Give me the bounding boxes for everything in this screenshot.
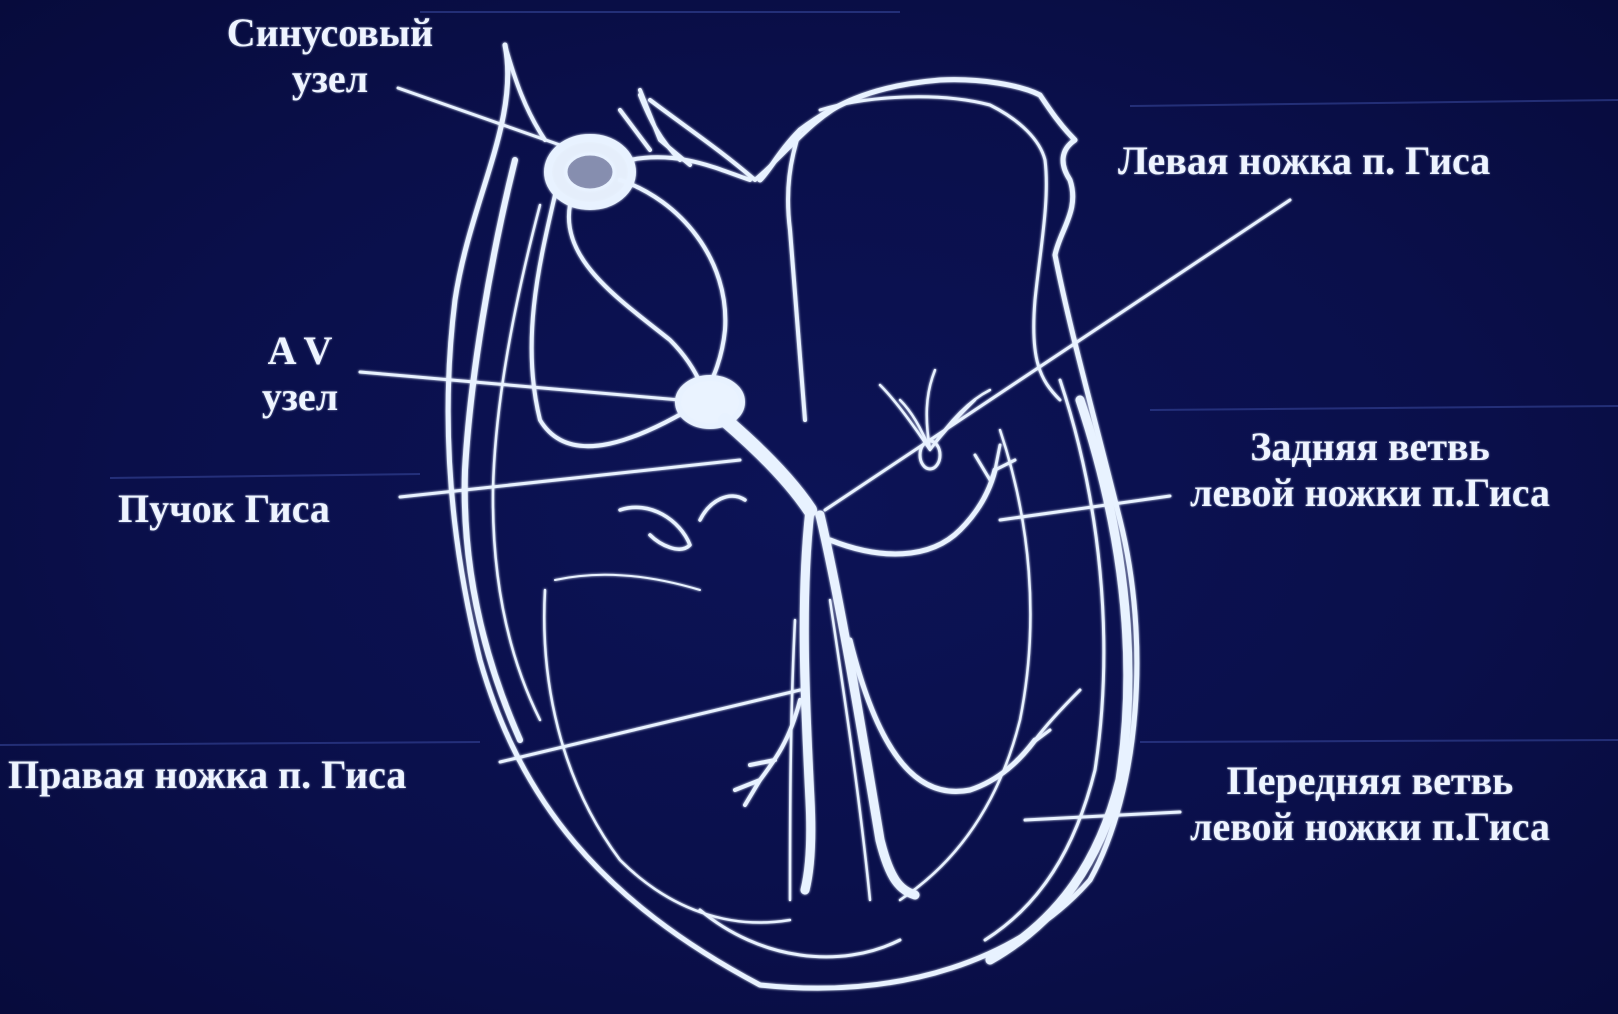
label-posterior-fascicle-line1: Задняя ветвь xyxy=(1150,424,1590,470)
label-his-bundle: Пучок Гиса xyxy=(118,486,330,532)
right-ventricle-outline xyxy=(555,575,700,590)
label-sa-node-line1: Синусовый xyxy=(200,10,460,56)
leader-av-node xyxy=(360,372,680,400)
right-atrium-wall xyxy=(465,160,520,740)
label-his-bundle-text: Пучок Гиса xyxy=(118,486,330,532)
label-anterior-fascicle: Передняя ветвь левой ножки п.Гиса xyxy=(1150,758,1590,850)
label-av-node-line1: A V xyxy=(230,328,370,374)
anterior-fascicle-fibers xyxy=(1030,690,1080,745)
posterior-fascicle xyxy=(830,470,995,554)
label-left-bundle-branch: Левая ножка п. Гиса xyxy=(1118,138,1490,184)
heart-apex xyxy=(700,910,900,957)
left-ventricle-cavity xyxy=(900,430,1030,900)
label-av-node: A V узел xyxy=(230,328,370,420)
left-atrium-wall xyxy=(820,97,1060,400)
left-ventricle-wall-outer xyxy=(990,400,1128,960)
label-right-bundle-branch-text: Правая ножка п. Гиса xyxy=(8,752,406,798)
right-ventricle-cavity xyxy=(544,590,790,923)
leader-posterior-fascicle xyxy=(1000,496,1170,520)
label-av-node-line2: узел xyxy=(230,374,370,420)
tricuspid-valve xyxy=(620,496,745,549)
label-sa-node-line2: узел xyxy=(200,56,460,102)
right-bundle-branch xyxy=(804,510,811,890)
internodal-tract-anterior xyxy=(620,180,725,395)
label-anterior-fascicle-line2: левой ножки п.Гиса xyxy=(1150,804,1590,850)
label-posterior-fascicle-line2: левой ножки п.Гиса xyxy=(1150,470,1590,516)
label-right-bundle-branch: Правая ножка п. Гиса xyxy=(8,752,406,798)
anterior-fascicle xyxy=(850,640,1035,791)
interatrial-septum xyxy=(788,130,805,420)
internodal-tract-middle xyxy=(569,205,705,395)
leader-right-bundle xyxy=(500,690,800,762)
label-anterior-fascicle-line1: Передняя ветвь xyxy=(1150,758,1590,804)
label-posterior-fascicle: Задняя ветвь левой ножки п.Гиса xyxy=(1150,424,1590,516)
label-left-bundle-branch-text: Левая ножка п. Гиса xyxy=(1118,138,1490,184)
label-sa-node: Синусовый узел xyxy=(200,10,460,102)
left-ventricle-wall-inner xyxy=(985,380,1104,940)
right-atrium-wall-inner xyxy=(493,205,540,720)
